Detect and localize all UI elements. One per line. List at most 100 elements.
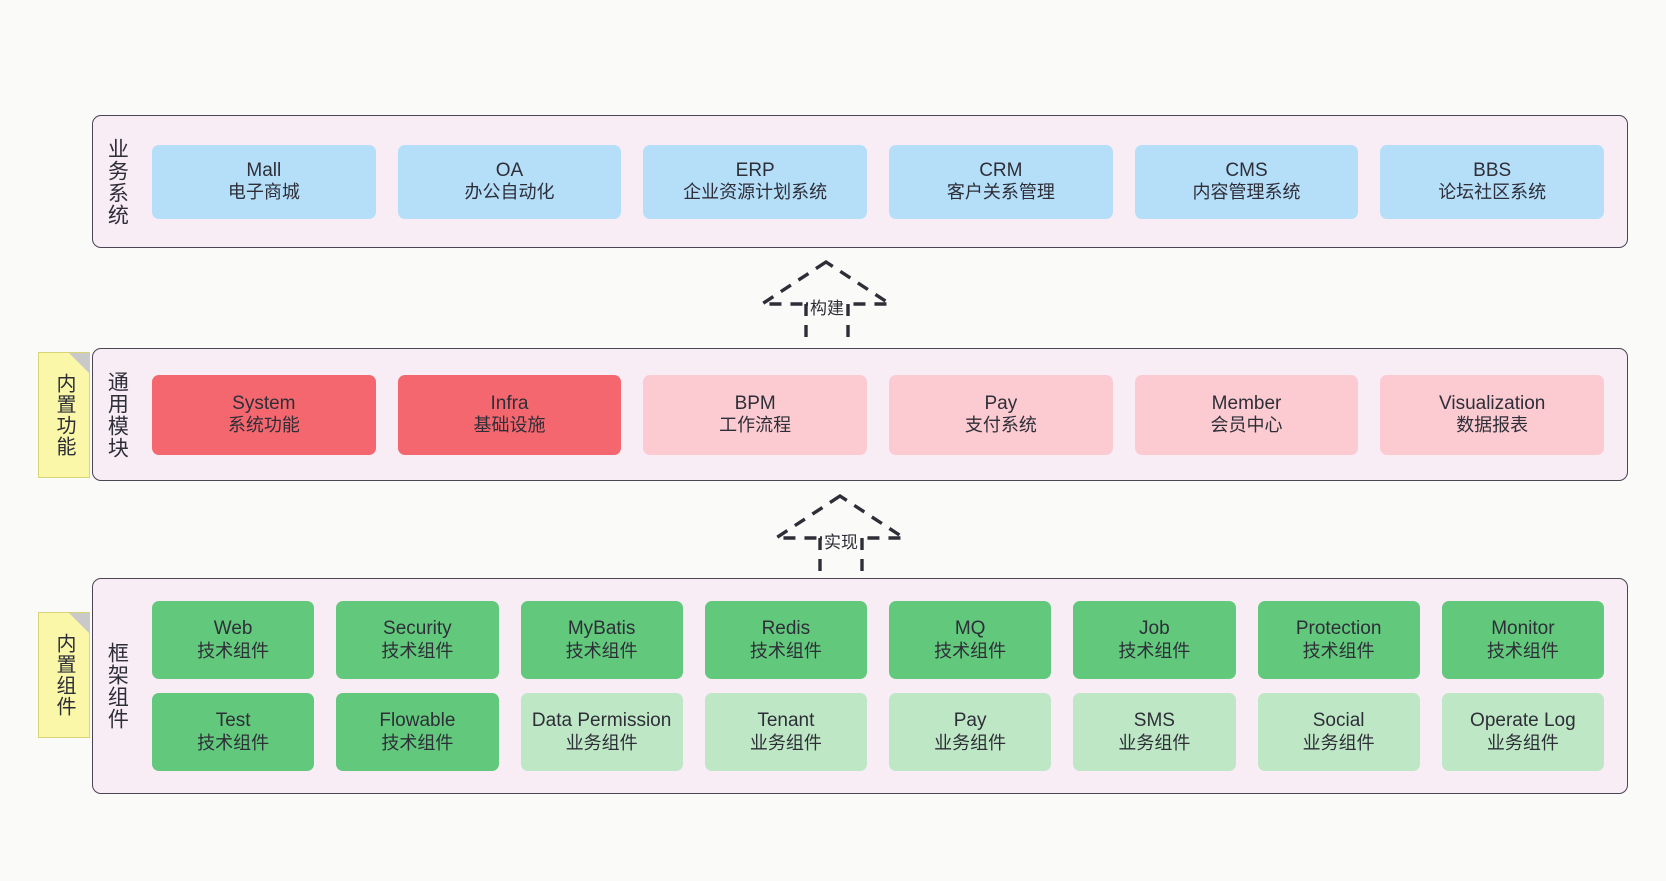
note-text: 内置功能 bbox=[53, 373, 75, 457]
card-protection[interactable]: Protection 技术组件 bbox=[1257, 601, 1420, 679]
card-test[interactable]: Test 技术组件 bbox=[152, 693, 315, 771]
card-member[interactable]: Member 会员中心 bbox=[1134, 374, 1359, 455]
note-fold-icon bbox=[69, 353, 89, 373]
layer-common-module: 通用模块 System 系统功能 Infra 基础设施 BPM 工作流程 Pay… bbox=[92, 348, 1628, 481]
card-subtitle: 会员中心 bbox=[1210, 415, 1283, 436]
card-subtitle: 技术组件 bbox=[749, 640, 822, 661]
card-bbs[interactable]: BBS 论坛社区系统 bbox=[1380, 144, 1605, 219]
card-title: Redis bbox=[761, 618, 811, 640]
card-subtitle: 业务组件 bbox=[1302, 732, 1375, 753]
framework-row-business: Test 技术组件 Flowable 技术组件 Data Permission … bbox=[141, 693, 1615, 771]
card-tenant[interactable]: Tenant 业务组件 bbox=[704, 693, 867, 771]
sticky-note-builtin-function: 内置功能 bbox=[38, 352, 90, 478]
card-title: BBS bbox=[1473, 159, 1512, 181]
card-subtitle: 业务组件 bbox=[934, 732, 1007, 753]
card-title: Pay bbox=[984, 392, 1018, 414]
layer-label-framework: 框架组件 bbox=[105, 642, 129, 730]
card-sms[interactable]: SMS 业务组件 bbox=[1073, 693, 1236, 771]
card-title: MQ bbox=[954, 618, 986, 640]
connector-build-label: 构建 bbox=[808, 294, 846, 319]
connector-build: 构建 bbox=[756, 258, 898, 344]
card-subtitle: 技术组件 bbox=[197, 640, 270, 661]
connector-implement-label: 实现 bbox=[822, 528, 860, 553]
layer-framework-cards: Web 技术组件 Security 技术组件 MyBatis 技术组件 Redi… bbox=[139, 579, 1627, 793]
card-subtitle: 业务组件 bbox=[749, 732, 822, 753]
card-title: Security bbox=[383, 618, 452, 640]
layer-label-business: 业务系统 bbox=[105, 137, 129, 226]
layer-label-common: 通用模块 bbox=[105, 370, 129, 459]
card-title: System bbox=[232, 392, 296, 414]
card-title: Social bbox=[1312, 710, 1365, 732]
layer-business-system: 业务系统 Mall 电子商城 OA 办公自动化 ERP 企业资源计划系统 CRM… bbox=[92, 115, 1628, 248]
card-subtitle: 业务组件 bbox=[1118, 732, 1191, 753]
card-title: ERP bbox=[735, 159, 775, 181]
card-security[interactable]: Security 技术组件 bbox=[336, 601, 499, 679]
card-subtitle: 技术组件 bbox=[1118, 640, 1191, 661]
card-operate-log[interactable]: Operate Log 业务组件 bbox=[1441, 693, 1604, 771]
connector-implement: 实现 bbox=[770, 492, 912, 578]
layer-business-cards: Mall 电子商城 OA 办公自动化 ERP 企业资源计划系统 CRM 客户关系… bbox=[139, 116, 1627, 247]
card-title: Data Permission bbox=[531, 710, 672, 732]
card-data-permission[interactable]: Data Permission 业务组件 bbox=[520, 693, 683, 771]
card-subtitle: 论坛社区系统 bbox=[1438, 182, 1547, 203]
card-subtitle: 技术组件 bbox=[381, 640, 454, 661]
card-flowable[interactable]: Flowable 技术组件 bbox=[336, 693, 499, 771]
card-subtitle: 支付系统 bbox=[964, 415, 1037, 436]
framework-row-tech: Web 技术组件 Security 技术组件 MyBatis 技术组件 Redi… bbox=[141, 601, 1615, 679]
card-title: Job bbox=[1139, 618, 1170, 640]
card-bpm[interactable]: BPM 工作流程 bbox=[643, 374, 868, 455]
card-title: Monitor bbox=[1491, 618, 1555, 640]
sticky-note-builtin-component: 内置组件 bbox=[38, 612, 90, 738]
card-system[interactable]: System 系统功能 bbox=[152, 374, 376, 455]
card-pay-component[interactable]: Pay 业务组件 bbox=[889, 693, 1052, 771]
card-title: MyBatis bbox=[567, 618, 636, 640]
card-mybatis[interactable]: MyBatis 技术组件 bbox=[520, 601, 683, 679]
card-title: Tenant bbox=[757, 710, 815, 732]
card-mall[interactable]: Mall 电子商城 bbox=[152, 144, 376, 219]
card-title: Pay bbox=[953, 710, 987, 732]
card-title: BPM bbox=[734, 392, 776, 414]
card-subtitle: 内容管理系统 bbox=[1192, 182, 1301, 203]
card-title: Web bbox=[213, 618, 253, 640]
card-subtitle: 技术组件 bbox=[565, 640, 638, 661]
note-text: 内置组件 bbox=[53, 633, 75, 717]
card-subtitle: 系统功能 bbox=[227, 415, 300, 436]
card-title: Protection bbox=[1295, 618, 1382, 640]
card-monitor[interactable]: Monitor 技术组件 bbox=[1441, 601, 1604, 679]
card-title: Flowable bbox=[379, 710, 456, 732]
card-subtitle: 数据报表 bbox=[1456, 415, 1529, 436]
layer-framework-component: 框架组件 Web 技术组件 Security 技术组件 MyBatis 技术组件… bbox=[92, 578, 1628, 794]
card-cms[interactable]: CMS 内容管理系统 bbox=[1134, 144, 1359, 219]
card-mq[interactable]: MQ 技术组件 bbox=[889, 601, 1052, 679]
card-title: SMS bbox=[1133, 710, 1175, 732]
card-infra[interactable]: Infra 基础设施 bbox=[397, 374, 622, 455]
card-subtitle: 技术组件 bbox=[1302, 640, 1375, 661]
card-pay-module[interactable]: Pay 支付系统 bbox=[889, 374, 1113, 455]
card-title: Visualization bbox=[1439, 392, 1546, 414]
card-erp[interactable]: ERP 企业资源计划系统 bbox=[643, 144, 868, 219]
card-subtitle: 技术组件 bbox=[197, 732, 270, 753]
card-subtitle: 企业资源计划系统 bbox=[683, 182, 828, 203]
card-subtitle: 业务组件 bbox=[1486, 732, 1559, 753]
note-fold-icon bbox=[69, 613, 89, 633]
card-title: OA bbox=[495, 159, 524, 181]
card-redis[interactable]: Redis 技术组件 bbox=[704, 601, 867, 679]
card-crm[interactable]: CRM 客户关系管理 bbox=[889, 144, 1113, 219]
card-web[interactable]: Web 技术组件 bbox=[152, 601, 315, 679]
card-oa[interactable]: OA 办公自动化 bbox=[397, 144, 622, 219]
card-subtitle: 电子商城 bbox=[227, 182, 300, 203]
layer-common-cards: System 系统功能 Infra 基础设施 BPM 工作流程 Pay 支付系统… bbox=[139, 349, 1627, 480]
card-title: CMS bbox=[1225, 159, 1268, 181]
card-subtitle: 业务组件 bbox=[565, 732, 638, 753]
card-title: Infra bbox=[490, 392, 529, 414]
card-visualization[interactable]: Visualization 数据报表 bbox=[1380, 374, 1605, 455]
card-subtitle: 办公自动化 bbox=[464, 182, 555, 203]
card-title: Member bbox=[1211, 392, 1282, 414]
card-job[interactable]: Job 技术组件 bbox=[1073, 601, 1236, 679]
card-title: Operate Log bbox=[1470, 710, 1576, 732]
card-subtitle: 客户关系管理 bbox=[946, 182, 1055, 203]
card-social[interactable]: Social 业务组件 bbox=[1257, 693, 1420, 771]
card-subtitle: 基础设施 bbox=[473, 415, 546, 436]
card-subtitle: 技术组件 bbox=[1486, 640, 1559, 661]
